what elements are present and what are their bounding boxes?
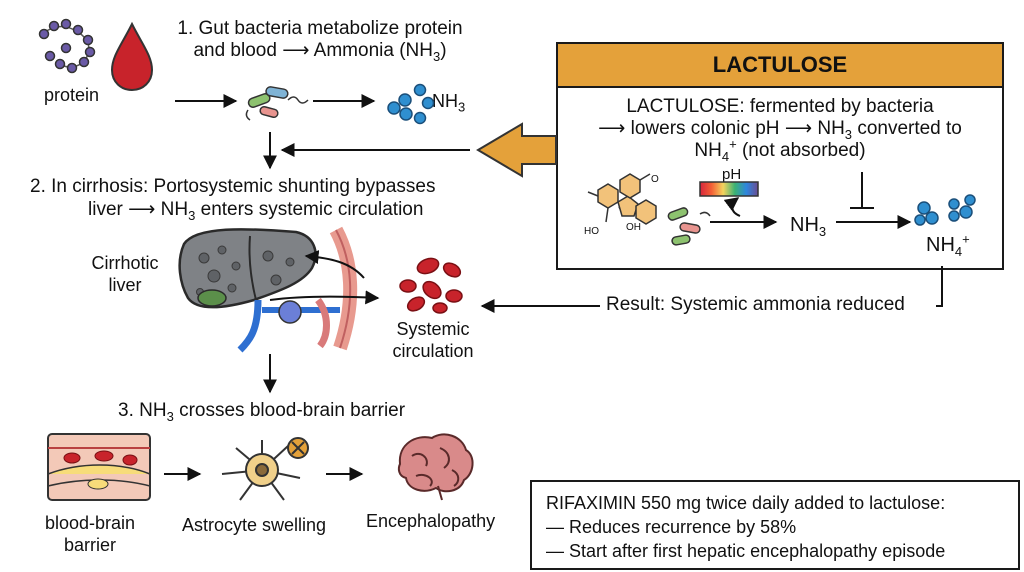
lactulose-line1: LACTULOSE: fermented by bacteria [626, 96, 934, 117]
step1-title: 1. Gut bacteria metabolize protein and b… [150, 18, 490, 64]
shunt-arrow-1 [304, 250, 365, 279]
lactulose-bacteria-icon [667, 207, 711, 246]
lactulose-line2-sub: 3 [844, 126, 853, 142]
step2-line2-sub: 3 [188, 207, 196, 223]
lactulose-orange-arrow-icon [476, 122, 557, 178]
rifaximin-line3: — Start after first hepatic encephalopat… [546, 541, 946, 561]
molecule-label-oh: OH [626, 222, 641, 233]
ammonia-molecules-icon [387, 83, 435, 125]
step2-line2-b: NH [160, 199, 189, 220]
result-label: Result: Systemic ammonia reduced [606, 294, 905, 315]
bbb-label: blood-brain barrier [30, 512, 150, 556]
cirrhotic-liver-icon [178, 228, 317, 309]
lactulose-header: LACTULOSE [558, 44, 1002, 88]
lactulose-title: LACTULOSE [712, 52, 848, 77]
right-arrow-icon: ⟶ [128, 199, 156, 220]
lactulose-nh3-sub: 3 [818, 224, 827, 239]
right-arrow-icon: ⟶ [282, 40, 310, 61]
cirrhotic-liver-label-1: Cirrhotic [91, 253, 159, 273]
lactulose-line2-b: NH [817, 118, 845, 139]
step1-title-b: and blood [193, 40, 277, 61]
rifaximin-line1: RIFAXIMIN 550 mg twice daily added to la… [546, 493, 946, 513]
encephalopathy-label: Encephalopathy [366, 511, 496, 531]
step3-title-sub: 3 [166, 408, 174, 424]
bacteria-icon [245, 86, 309, 121]
step1-nh3: NH3 [432, 90, 466, 115]
astrocyte-icon [221, 440, 301, 501]
ammonium-molecules-icon [914, 194, 976, 226]
lactulose-panel: LACTULOSE LACTULOSE: fermented by bacter… [556, 42, 1004, 270]
blood-brain-barrier-icon [47, 433, 151, 501]
step2-line2: liver ⟶ NH3 enters systemic circulation [88, 199, 424, 223]
step1-title-sub: 3 [432, 48, 441, 64]
bbb-label-1: blood-brain [44, 513, 136, 533]
lactulose-nh3: NH3 [790, 214, 827, 239]
systemic-circulation-label-1: Systemic [396, 319, 470, 339]
inhibition-bar-icon [850, 172, 874, 209]
lactulose-nh4-sub: 4 [954, 244, 963, 259]
result-connector [936, 266, 943, 307]
step1-title-c: Ammonia (NH [313, 40, 433, 61]
lactulose-line2-d: converted to [857, 118, 962, 139]
step1-nh3-main: NH [432, 91, 458, 111]
lactulose-line3-sub: 4 [721, 148, 730, 164]
step1-title-e: ) [440, 40, 447, 61]
lactulose-line3-d: (not absorbed) [741, 140, 866, 161]
lactulose-nh4-a: NH [926, 234, 955, 256]
bbb-label-2: barrier [63, 535, 116, 555]
step2-line2-a: liver [88, 199, 123, 220]
ph-label: pH [722, 166, 742, 183]
ph-scale-icon [699, 181, 759, 197]
systemic-circulation-label: Systemic circulation [378, 318, 488, 362]
brain-icon [397, 433, 474, 501]
lactulose-line2-a: lowers colonic pH [630, 118, 780, 139]
lactulose-nh3-a: NH [790, 214, 819, 236]
protein-chain-icon [38, 18, 96, 74]
red-blood-cells-icon [399, 257, 463, 314]
shunt-arrow-2 [269, 290, 380, 305]
step1-nh3-sub: 3 [458, 99, 466, 115]
lactulose-description: LACTULOSE: fermented by bacteria ⟶ lower… [558, 96, 1002, 164]
lactulose-nh4: NH4+ [926, 231, 970, 259]
lactulose-line3-a: NH [694, 140, 722, 161]
right-arrow-icon: ⟶ [784, 118, 813, 139]
molecule-label-o: O [651, 174, 659, 185]
astrocyte-label: Astrocyte swelling [182, 515, 327, 535]
lactulose-molecule-icon [587, 173, 657, 225]
portal-vessels-icon [237, 226, 358, 353]
step1-title-a: 1. Gut bacteria metabolize protein [177, 18, 463, 39]
cancel-icon [287, 437, 309, 459]
step3-title-c: crosses blood-brain barrier [179, 400, 406, 421]
lactulose-line3-sup: + [729, 136, 737, 152]
rifaximin-panel: RIFAXIMIN 550 mg twice daily added to la… [530, 480, 1020, 570]
ph-pointer-icon [723, 197, 741, 217]
step2-line2-d: enters systemic circulation [200, 199, 424, 220]
protein-label: protein [44, 85, 100, 105]
blood-drop-icon [110, 21, 154, 92]
step3-title-a: 3. NH [118, 400, 167, 421]
lactulose-nh4-sup: + [962, 231, 970, 247]
step3-title: 3. NH3 crosses blood-brain barrier [118, 400, 406, 424]
molecule-label-ho-2: HO [584, 226, 599, 237]
cirrhotic-liver-label: Cirrhotic liver [80, 252, 170, 296]
systemic-circulation-label-2: circulation [392, 341, 474, 361]
step2-line1: 2. In cirrhosis: Portosystemic shunting … [30, 176, 436, 197]
cirrhotic-liver-label-2: liver [108, 275, 142, 295]
rifaximin-line2: — Reduces recurrence by 58% [546, 517, 797, 537]
right-arrow-icon: ⟶ [598, 118, 626, 139]
